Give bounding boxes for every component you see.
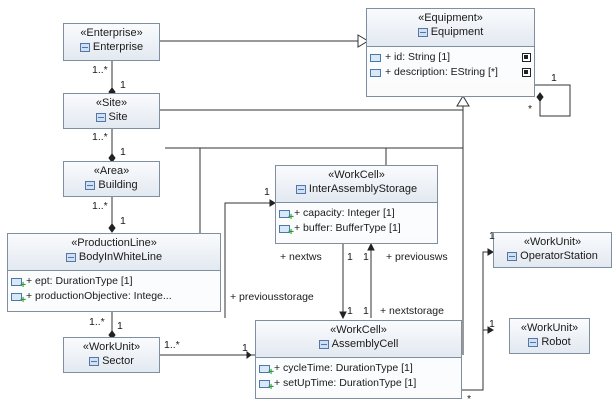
class-stereotype: «WorkUnit» [520, 322, 579, 334]
generalization-arrowhead [357, 34, 369, 48]
class-icon [295, 184, 306, 194]
attribute-buffer[interactable]: + buffer: BufferType [1] [279, 221, 434, 236]
association-arrowhead [487, 326, 494, 334]
generalization-trunk [165, 100, 464, 149]
class-stereotype: «WorkCell» [328, 169, 385, 181]
multiplicity-label: 1..* [89, 316, 105, 328]
attribute-capacity[interactable]: + capacity: Integer [1] [279, 206, 434, 221]
attribute-productionobjective[interactable]: + productionObjective: Intege... [11, 289, 217, 304]
class-interassemblystorage[interactable]: «WorkCell» InterAssemblyStorage + capaci… [275, 165, 438, 244]
multiplicity-label: 1 [347, 251, 353, 263]
multiplicity-label: 1 [120, 215, 126, 227]
class-icon [79, 42, 90, 52]
multiplicity-label: 1 [363, 305, 369, 317]
class-assemblycell[interactable]: «WorkCell» AssemblyCell + cycleTime: Dur… [255, 320, 462, 399]
attribute-add-icon [11, 277, 26, 289]
composition-diamond [536, 92, 544, 102]
equipment-self-association [535, 84, 571, 117]
class-name: BodyInWhiteLine [78, 251, 163, 263]
role-label-nextstorage: + nextstorage [380, 305, 444, 317]
multiplicity-label: 1..* [164, 339, 180, 351]
attribute-icon [370, 68, 381, 77]
class-name: InterAssemblyStorage [308, 183, 418, 195]
multiplicity-label: 1 [551, 72, 557, 84]
role-label-previousws: + previousws [386, 251, 448, 263]
multiplicity-label: 1 [242, 342, 248, 354]
multiplicity-label: 1..* [92, 200, 108, 212]
association-arrowhead [246, 351, 252, 359]
multiplicity-label: 1 [489, 318, 495, 330]
class-icon [528, 337, 539, 347]
class-icon [95, 112, 106, 122]
attribute-ept[interactable]: + ept: DurationType [1] [11, 274, 217, 289]
role-label-nextws: + nextws [280, 251, 322, 263]
class-name: Site [108, 111, 128, 123]
class-site[interactable]: «Site» Site [63, 93, 160, 129]
attribute-setuptime[interactable]: + setUpTime: DurationType [1] [259, 376, 458, 391]
class-enterprise[interactable]: «Enterprise» Enterprise [63, 23, 160, 61]
attribute-add-icon [279, 224, 294, 236]
attribute-description[interactable]: + description: EString [*] [370, 65, 531, 80]
class-icon [85, 180, 96, 190]
attribute-add-icon [279, 209, 294, 221]
attribute-icon [370, 53, 381, 62]
attribute-add-icon [259, 379, 274, 391]
class-icon [417, 27, 428, 37]
class-operatorstation[interactable]: «WorkUnit» OperatorStation [493, 232, 612, 268]
class-stereotype: «Area» [93, 165, 130, 177]
attribute-add-icon [11, 292, 26, 304]
multiplicity-label: 1 [120, 146, 126, 158]
class-name: Equipment [430, 26, 484, 38]
class-icon [318, 339, 329, 349]
readonly-icon [522, 68, 531, 77]
attribute-cycletime[interactable]: + cycleTime: DurationType [1] [259, 361, 458, 376]
multiplicity-label: 1 [264, 186, 270, 198]
class-name: Robot [541, 336, 571, 348]
readonly-icon [522, 53, 531, 62]
generalization-arrowhead [456, 95, 470, 107]
multiplicity-label: * [467, 393, 472, 405]
role-label-previousstorage: + previousstorage [230, 291, 314, 303]
class-icon [89, 356, 100, 366]
class-name: AssemblyCell [331, 338, 399, 350]
class-stereotype: «Enterprise» [80, 27, 143, 39]
association-previousstorage [224, 202, 275, 318]
composition-diamond [108, 223, 116, 233]
class-name: OperatorStation [520, 250, 598, 262]
class-icon [65, 252, 76, 262]
association-arrowhead [339, 311, 347, 320]
multiplicity-label: 1 [363, 251, 369, 263]
class-stereotype: «WorkUnit» [523, 236, 582, 248]
class-bodyinwhiteline[interactable]: «ProductionLine» BodyInWhiteLine + ept: … [7, 233, 221, 312]
multiplicity-label: 1..* [92, 131, 108, 143]
class-name: Building [98, 179, 138, 191]
multiplicity-label: 1 [117, 320, 123, 332]
class-stereotype: «Equipment» [418, 12, 483, 24]
attribute-add-icon [259, 364, 274, 376]
class-building[interactable]: «Area» Building [63, 161, 160, 197]
class-stereotype: «WorkUnit» [82, 341, 141, 353]
multiplicity-label: 1 [120, 79, 126, 91]
multiplicity-label: 1 [489, 230, 495, 242]
class-stereotype: «ProductionLine» [71, 237, 157, 249]
multiplicity-label: * [528, 103, 533, 115]
association-arrowhead [269, 199, 276, 207]
association-arrowhead [487, 248, 494, 256]
class-sector[interactable]: «WorkUnit» Sector [63, 337, 160, 373]
attribute-id[interactable]: + id: String [1] [370, 50, 531, 65]
class-stereotype: «WorkCell» [330, 324, 387, 336]
class-robot[interactable]: «WorkUnit» Robot [509, 318, 590, 354]
class-stereotype: «Site» [95, 97, 128, 109]
association-arrowhead [367, 242, 375, 251]
multiplicity-label: 1..* [92, 64, 108, 76]
class-name: Enterprise [92, 41, 144, 53]
multiplicity-label: 1 [347, 305, 353, 317]
class-icon [507, 251, 518, 261]
class-name: Sector [102, 355, 134, 367]
class-equipment[interactable]: «Equipment» Equipment + id: String [1] +… [366, 8, 535, 97]
